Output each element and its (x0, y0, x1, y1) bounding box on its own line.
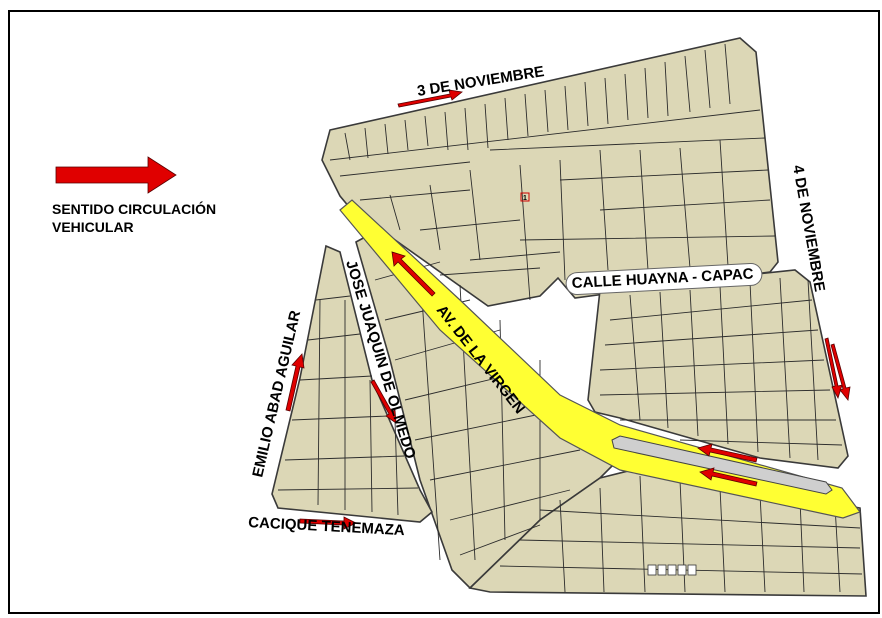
legend-label-line1: SENTIDO CIRCULACIÓN (52, 200, 216, 217)
avenue-median (611, 435, 833, 495)
arrow-virgen-w2-icon (699, 467, 758, 487)
arrow-olmedo-icon (370, 379, 397, 424)
city-blocks (271, 37, 867, 597)
lot-lines (277, 43, 863, 593)
arrow-tenemaza-icon (299, 516, 357, 530)
huayna-capac-label-bg (565, 262, 763, 296)
legend: SENTIDO CIRCULACIÓN VEHICULAR (52, 200, 216, 235)
arrow-virgen-nw-icon (391, 251, 436, 297)
legend-label-line2: VEHICULAR (52, 219, 134, 235)
arrow-abad-aguilar-icon (285, 353, 305, 412)
location-marker (520, 192, 530, 202)
arrow-4-noviembre-2-icon (830, 343, 851, 401)
map-border (8, 10, 880, 614)
block-north (321, 37, 779, 307)
arrow-4-noviembre-1-icon (824, 337, 843, 400)
legend-arrow-right-icon (55, 156, 177, 194)
block-east (587, 269, 849, 469)
location-marker-label: 1 (523, 195, 527, 202)
block-west-triangle (271, 244, 434, 523)
small-structures (647, 564, 697, 576)
arrow-virgen-w1-icon (697, 443, 758, 463)
arrow-3-noviembre-icon (397, 89, 463, 108)
